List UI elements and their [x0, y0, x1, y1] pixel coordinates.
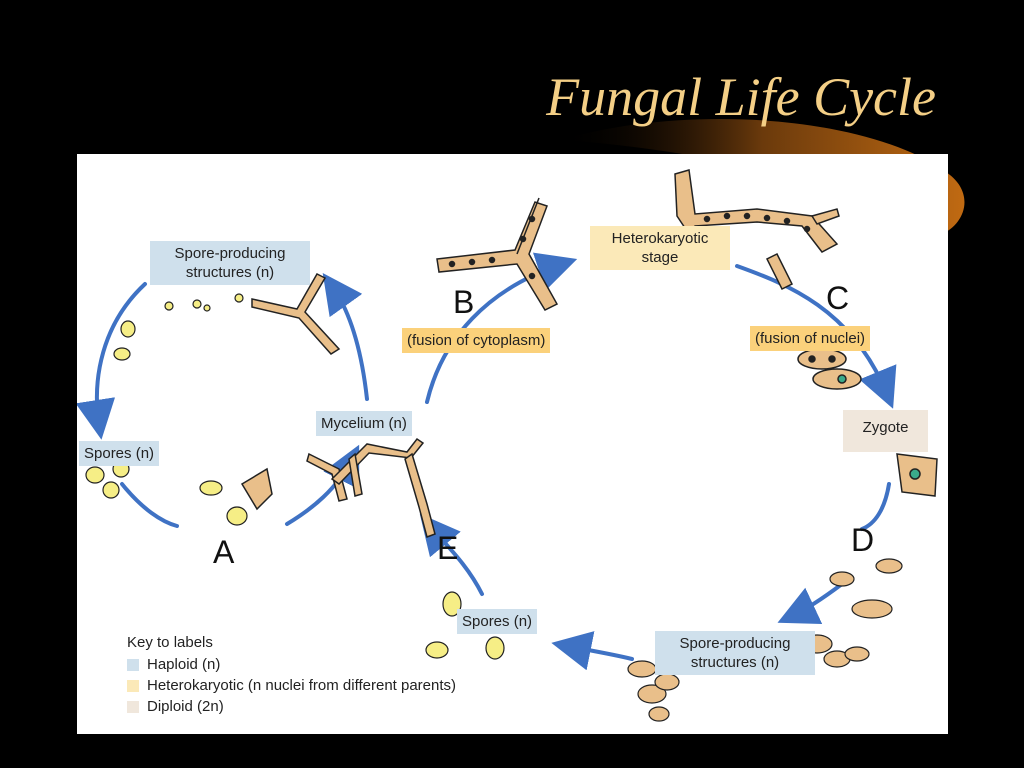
fusing-cells — [797, 348, 862, 390]
label-heterokaryotic-stage: Heterokaryotic stage — [590, 226, 730, 270]
stage-letter-c: C — [826, 280, 850, 316]
stage-letter-b: B — [453, 284, 475, 320]
spores-d — [627, 558, 903, 722]
key-row-diploid: Diploid (2n) — [127, 696, 456, 717]
key-title: Key to labels — [127, 634, 213, 651]
slide-title: Fungal Life Cycle — [546, 67, 936, 127]
diploid-swatch — [127, 700, 139, 713]
label-spores-a: Spores (n) — [79, 441, 160, 466]
diagram-artwork — [77, 169, 938, 722]
hypha-a — [240, 273, 341, 511]
stage-letter-d: D — [851, 522, 875, 558]
heterokaryotic-swatch — [127, 679, 139, 692]
label-spore-producing-structures-d: Spore-producing structures (n) — [655, 631, 815, 675]
cycle-arrow-d-upper — [860, 482, 891, 531]
mycelium-hyphae — [306, 437, 436, 538]
label-spore-producing-structures-a: Spore-producing structures (n) — [150, 241, 310, 285]
cycle-arrow-c — [735, 264, 897, 409]
key-to-labels: Key to labels Haploid (n) Heterokaryotic… — [127, 634, 456, 717]
spores-e — [425, 591, 505, 660]
cycle-arrow-a-down — [77, 282, 147, 440]
label-spores-e: Spores (n) — [457, 609, 538, 634]
key-row-haploid: Haploid (n) — [127, 654, 456, 675]
cycle-arrow-a-bottom — [120, 482, 179, 528]
zygote-cell — [896, 453, 938, 497]
key-row-heterokaryotic: Heterokaryotic (n nuclei from different … — [127, 675, 456, 696]
haploid-swatch — [127, 658, 139, 671]
cycle-arrow-spore-to-spores — [551, 631, 634, 671]
stage-letter-e: E — [437, 530, 459, 566]
label-mycelium: Mycelium (n) — [316, 411, 412, 436]
spores-a — [85, 293, 248, 526]
stage-letter-a: A — [213, 534, 235, 570]
label-fusion-of-nuclei: (fusion of nuclei) — [750, 326, 871, 351]
life-cycle-diagram: Spore-producing structures (n) Spores (n… — [77, 154, 948, 734]
cycle-arrow-a-up — [322, 272, 369, 401]
label-zygote: Zygote — [843, 410, 928, 452]
cycle-arrow-d-lower — [777, 582, 844, 624]
label-fusion-of-cytoplasm: (fusion of cytoplasm) — [402, 328, 551, 353]
hypha-b — [436, 197, 559, 311]
